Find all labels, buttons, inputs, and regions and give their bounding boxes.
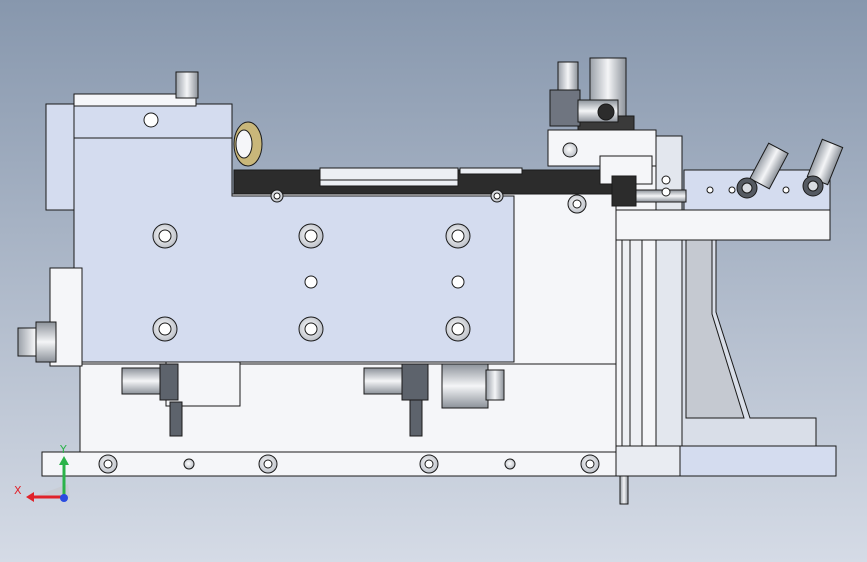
axis-x-label: X: [14, 484, 22, 497]
bottom-holes: [98, 454, 600, 474]
right-column-inner: [621, 209, 643, 447]
axis-y-label: Y: [59, 443, 67, 456]
valve-elbow-body: [549, 89, 581, 127]
dark-stop: [611, 175, 637, 207]
top-fitting: [175, 71, 199, 99]
top-rail-cap: [459, 167, 523, 175]
main-plate-holes: [143, 112, 471, 342]
left-slab-top: [45, 103, 75, 211]
right-rod: [631, 189, 687, 203]
axis-triad: X Y: [14, 443, 70, 502]
right-arm-plate: [615, 209, 831, 241]
rail-holes: [270, 189, 587, 214]
angled-fitting-2: [802, 138, 844, 197]
triad-base: [30, 484, 70, 498]
valve-elbow: [557, 61, 579, 93]
small-hole: [661, 175, 671, 185]
base-plate: [41, 451, 617, 477]
assembly: [17, 57, 844, 505]
lower-valve-1: [121, 361, 241, 437]
axis-x-arrow: [26, 492, 34, 502]
small-hole: [728, 186, 736, 194]
right-column-side: [655, 135, 683, 447]
small-hole: [661, 187, 671, 197]
base-foot-right: [679, 445, 837, 477]
top-block-lip: [73, 93, 197, 107]
lower-valve-2: [363, 363, 505, 437]
bottom-pin: [619, 475, 629, 505]
top-rail-window: [319, 167, 459, 187]
fitting-hole: [562, 142, 578, 158]
small-hole: [782, 186, 790, 194]
axis-z-dot: [60, 494, 68, 502]
small-hole: [706, 186, 714, 194]
angled-fitting-1: [736, 142, 789, 199]
axis-y-arrow: [59, 456, 69, 465]
